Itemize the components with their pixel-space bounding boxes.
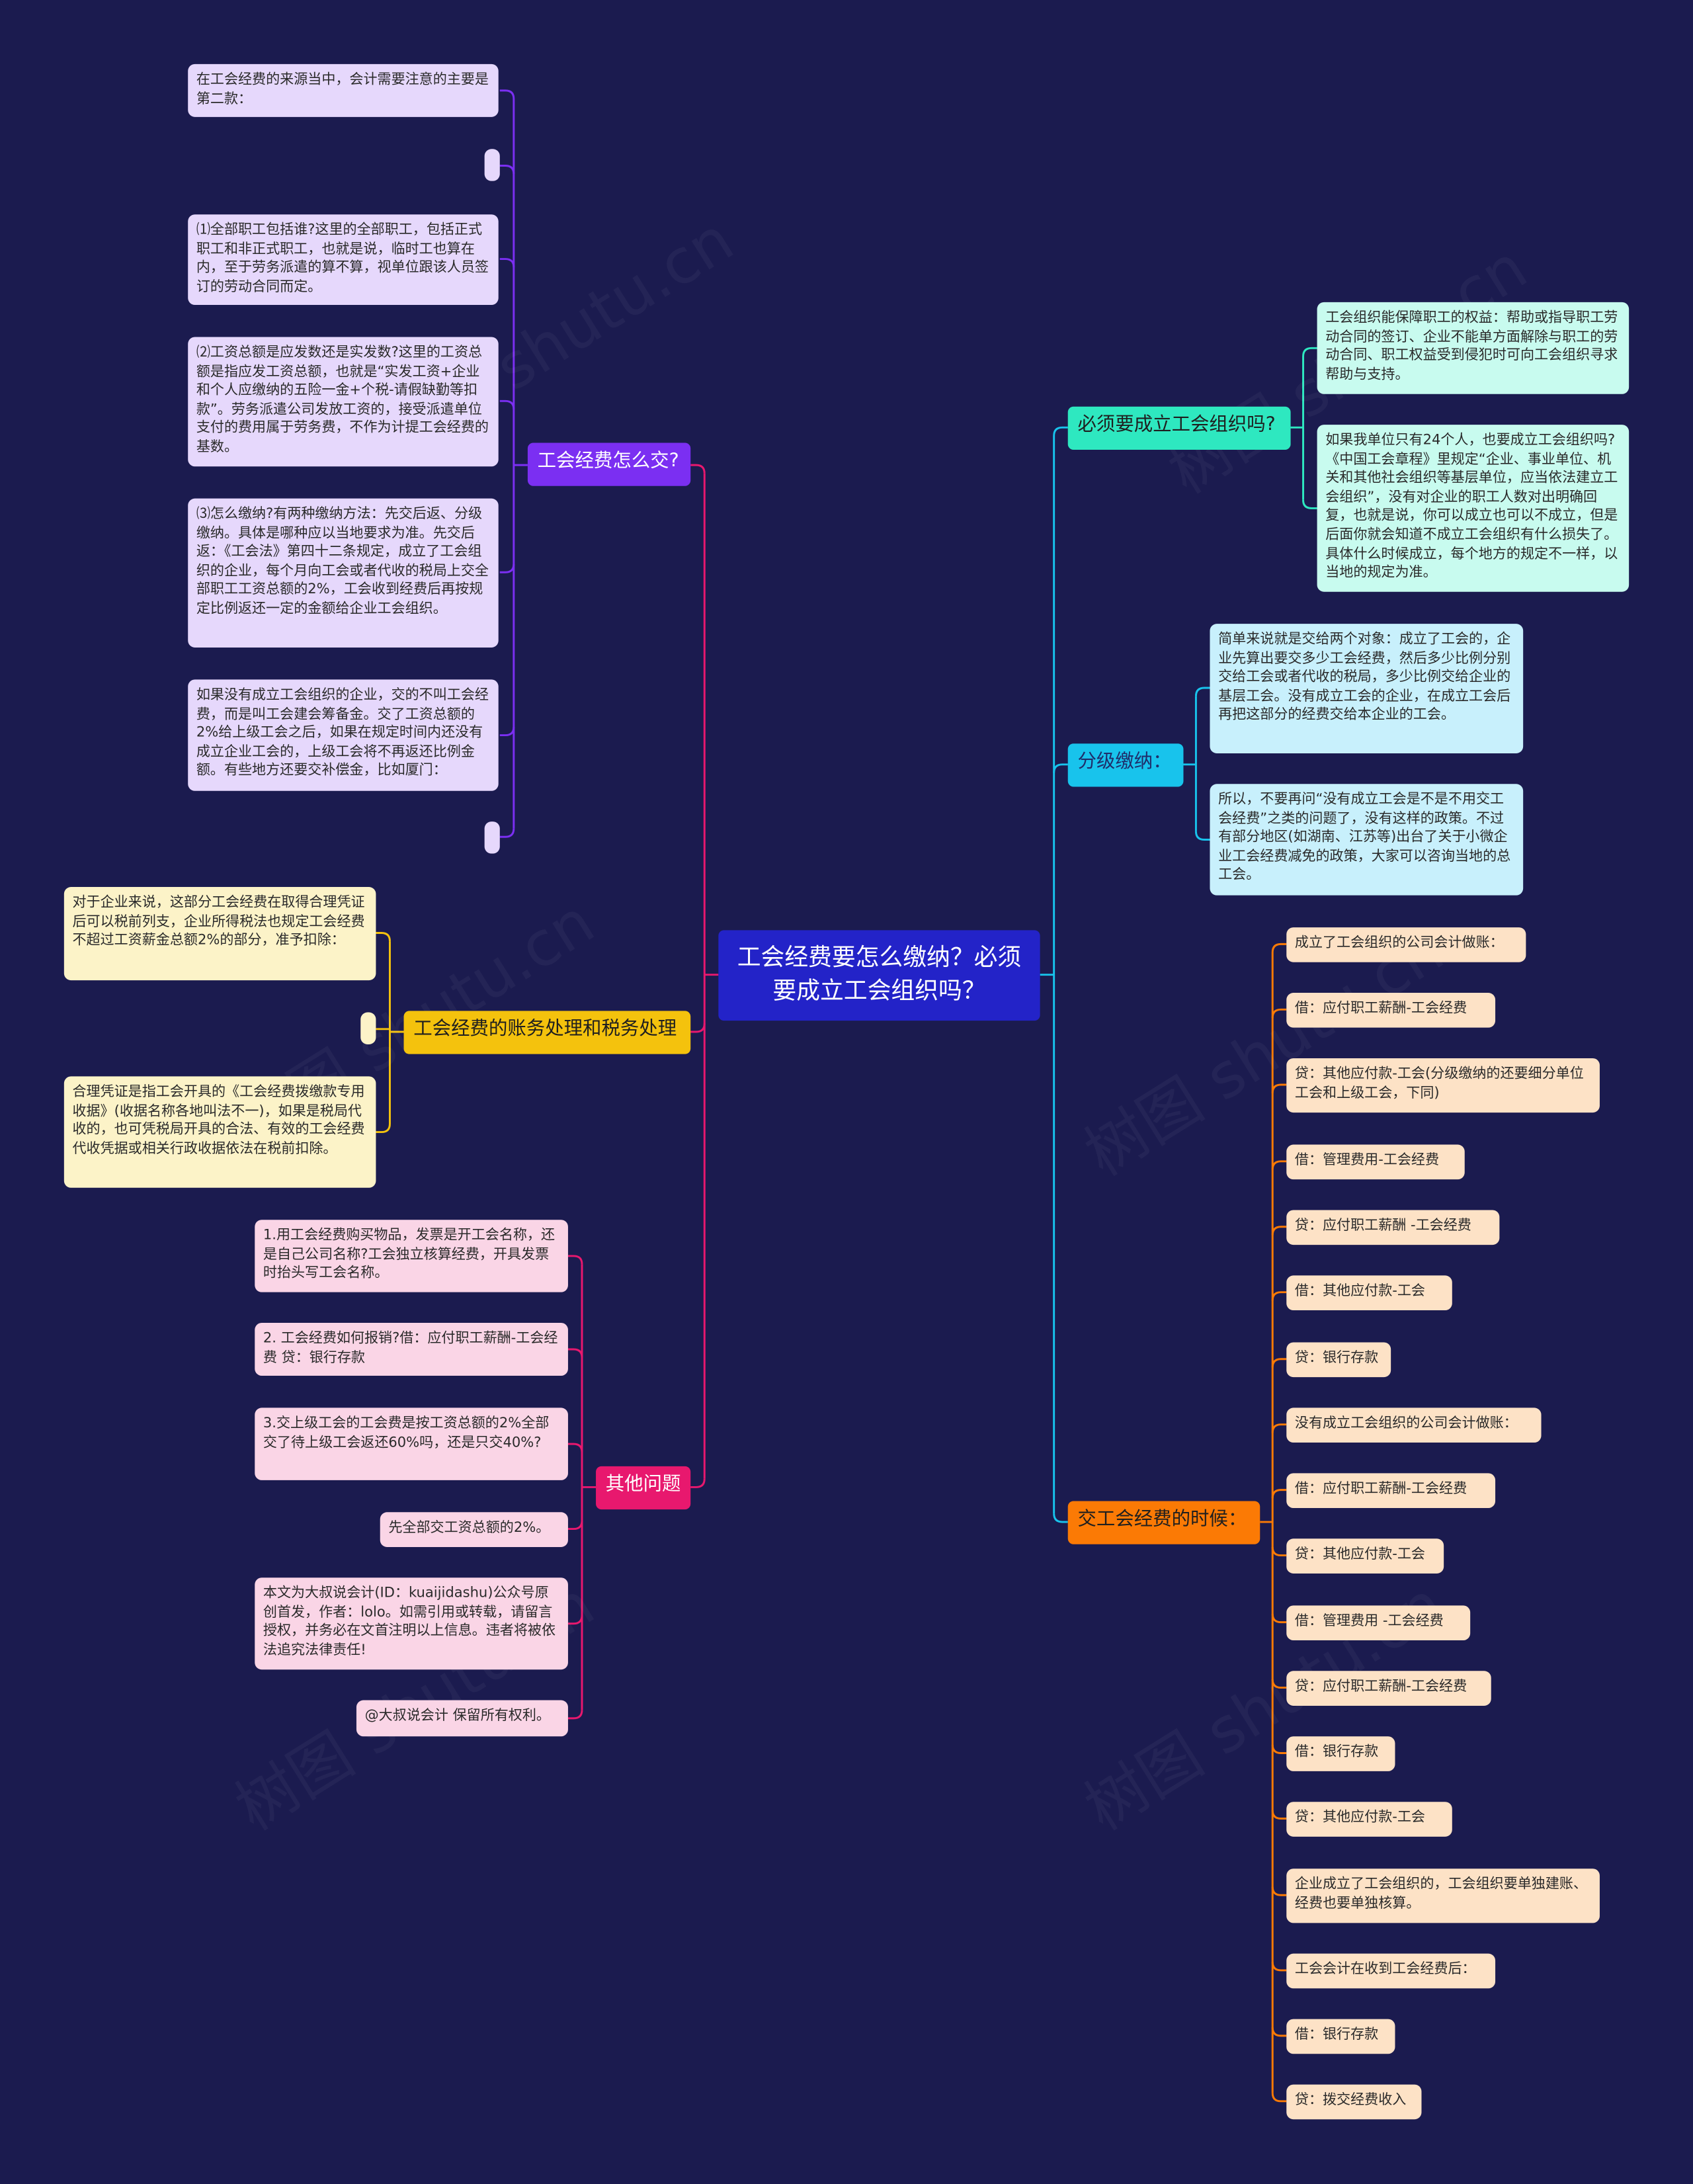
must-establish-item[interactable]: 工会组织能保障职工的权益：帮助或指导职工劳动合同的签订、企业不能单方面解除与职工…	[1317, 302, 1630, 394]
other-item[interactable]: @大叔说会计 保留所有权利。	[356, 1700, 568, 1737]
other-item[interactable]: 1.用工会经费购买物品，发票是开工会名称，还是自己公司名称?工会独立核算经费，开…	[255, 1220, 568, 1292]
orange-link	[1271, 1160, 1287, 1170]
when-paying-item[interactable]: 贷：拨交经费收入	[1286, 2084, 1422, 2120]
orange-link	[1271, 1008, 1287, 1019]
pink-link	[567, 1255, 583, 1265]
orange-link	[1271, 1291, 1287, 1301]
orange-link	[1271, 943, 1287, 953]
orange-link	[1271, 1679, 1287, 1689]
purple-link	[499, 89, 515, 99]
purple-link	[499, 165, 515, 175]
orange-link	[1271, 2093, 1287, 2103]
branch-tiered[interactable]: 分级缴纳：	[1067, 743, 1184, 787]
root-left-link	[690, 1478, 706, 1488]
how-to-pay-item[interactable]: ⑶怎么缴纳?有两种缴纳方法：先交后返、分级缴纳。具体是哪种应以当地要求为准。先交…	[188, 498, 499, 648]
how-to-pay-item[interactable]: ⑴全部职工包括谁?这里的全部职工，包括正式职工和非正式职工，也就是说，临时工也算…	[188, 214, 499, 306]
teal-link	[1302, 347, 1317, 357]
pink-link	[567, 1443, 583, 1452]
branch-when-paying[interactable]: 交工会经费的时候：	[1067, 1501, 1260, 1544]
when-paying-item[interactable]: 贷：应付职工薪酬 -工会经费	[1286, 1210, 1500, 1245]
when-paying-item[interactable]: 借：其他应付款-工会	[1286, 1275, 1452, 1311]
branch-how-to-pay[interactable]: 工会经费怎么交?	[527, 442, 691, 486]
must-establish-item[interactable]: 如果我单位只有24个人，也要成立工会组织吗?《中国工会章程》里规定“企业、事业单…	[1317, 425, 1630, 592]
pink-link	[567, 1348, 583, 1358]
purple-link	[499, 726, 515, 737]
purple-link	[499, 564, 515, 573]
branch-accounting[interactable]: 工会经费的账务处理和税务处理	[403, 1011, 691, 1054]
when-paying-item[interactable]: 贷：其他应付款-工会	[1286, 1538, 1444, 1574]
tiered-item[interactable]: 所以，不要再问“没有成立工会是不是不用交工会经费”之类的问题了，没有这样的政策。…	[1210, 784, 1524, 896]
pink-link	[567, 1520, 583, 1531]
orange-link	[1271, 1810, 1287, 1820]
pink-link	[567, 1710, 583, 1720]
how-to-pay-image-item[interactable]	[484, 821, 500, 854]
when-paying-item[interactable]: 贷：应付职工薪酬-工会经费	[1286, 1671, 1491, 1706]
orange-link	[1271, 1886, 1287, 1896]
purple-link	[499, 828, 515, 838]
when-paying-item[interactable]: 借：应付职工薪酬-工会经费	[1286, 993, 1496, 1028]
orange-link	[1271, 1613, 1287, 1624]
when-paying-item[interactable]: 贷：银行存款	[1286, 1342, 1391, 1378]
how-to-pay-item[interactable]: 在工会经费的来源当中，会计需要注意的主要是第二款：	[188, 63, 499, 117]
orange-link	[1271, 1744, 1287, 1754]
orange-link	[1271, 1962, 1287, 1972]
root-left-link	[690, 464, 706, 474]
when-paying-item[interactable]: 贷：其他应付款-工会	[1286, 1802, 1452, 1837]
when-paying-item[interactable]: 借：管理费用 -工会经费	[1286, 1605, 1471, 1640]
other-item[interactable]: 先全部交工资总额的2%。	[380, 1512, 568, 1547]
when-paying-item[interactable]: 企业成立了工会组织的，工会组织要单独建账、经费也要单独核算。	[1286, 1869, 1600, 1923]
root-right-link	[1053, 763, 1068, 773]
orange-link	[1271, 1226, 1287, 1236]
orange-link	[1271, 1083, 1287, 1093]
cyan-link	[1194, 687, 1210, 696]
accounting-image-item[interactable]	[360, 1012, 376, 1044]
accounting-item[interactable]: 对于企业来说，这部分工会经费在取得合理凭证后可以税前列支，企业所得税法也规定工会…	[63, 887, 376, 981]
root-left-link	[690, 1023, 706, 1033]
when-paying-item[interactable]: 借：银行存款	[1286, 1736, 1395, 1771]
orange-link	[1271, 1358, 1287, 1368]
yellow-link	[376, 1123, 391, 1134]
when-paying-item[interactable]: 成立了工会组织的公司会计做账：	[1286, 927, 1526, 962]
purple-link	[499, 258, 515, 268]
root-topic[interactable]: 工会经费要怎么缴纳？必须要成立工会组织吗？	[718, 930, 1040, 1021]
when-paying-item[interactable]: 贷：其他应付款-工会(分级缴纳的还要细分单位工会和上级工会，下同)	[1286, 1058, 1600, 1113]
when-paying-item[interactable]: 工会会计在收到工会经费后：	[1286, 1953, 1496, 1989]
orange-link	[1271, 1423, 1287, 1433]
how-to-pay-item[interactable]: 如果没有成立工会组织的企业，交的不叫工会经费，而是叫工会建会筹备金。交了工资总额…	[188, 679, 499, 791]
how-to-pay-image-item[interactable]	[484, 149, 500, 181]
teal-link	[1302, 499, 1317, 509]
when-paying-item[interactable]: 借：应付职工薪酬-工会经费	[1286, 1473, 1496, 1508]
orange-link	[1271, 2027, 1287, 2037]
orange-link	[1271, 1546, 1287, 1557]
how-to-pay-item[interactable]: ⑵工资总额是应发数还是实发数?这里的工资总额是指应发工资总额，也就是“实发工资+…	[188, 337, 499, 467]
when-paying-item[interactable]: 借：管理费用-工会经费	[1286, 1144, 1465, 1180]
tiered-item[interactable]: 简单来说就是交给两个对象：成立了工会的，企业先算出要交多少工会经费，然后多少比例…	[1210, 624, 1524, 753]
orange-link	[1271, 1489, 1287, 1499]
other-item[interactable]: 3.交上级工会的工会费是按工资总额的2%全部交了待上级工会返还60%吗，还是只交…	[255, 1407, 568, 1480]
cyan-link	[1194, 831, 1210, 841]
root-right-link	[1053, 426, 1068, 437]
branch-must-establish[interactable]: 必须要成立工会组织吗?	[1067, 406, 1291, 450]
branch-other[interactable]: 其他问题	[596, 1466, 691, 1510]
pink-link	[567, 1615, 583, 1625]
other-item[interactable]: 2. 工会经费如何报销?借：应付职工薪酬-工会经费 贷：银行存款	[255, 1322, 568, 1376]
root-right-link	[1053, 1513, 1068, 1523]
when-paying-item[interactable]: 借：银行存款	[1286, 2019, 1395, 2054]
accounting-item[interactable]: 合理凭证是指工会开具的《工会经费拨缴款专用收据》(收据名称各地叫法不一)，如果是…	[63, 1076, 376, 1188]
other-item[interactable]: 本文为大叔说会计(ID：kuaijidashu)公众号原创首发，作者：lolo。…	[255, 1577, 568, 1670]
when-paying-item[interactable]: 没有成立工会组织的公司会计做账：	[1286, 1407, 1542, 1443]
purple-link	[499, 399, 515, 410]
yellow-link	[376, 932, 391, 942]
